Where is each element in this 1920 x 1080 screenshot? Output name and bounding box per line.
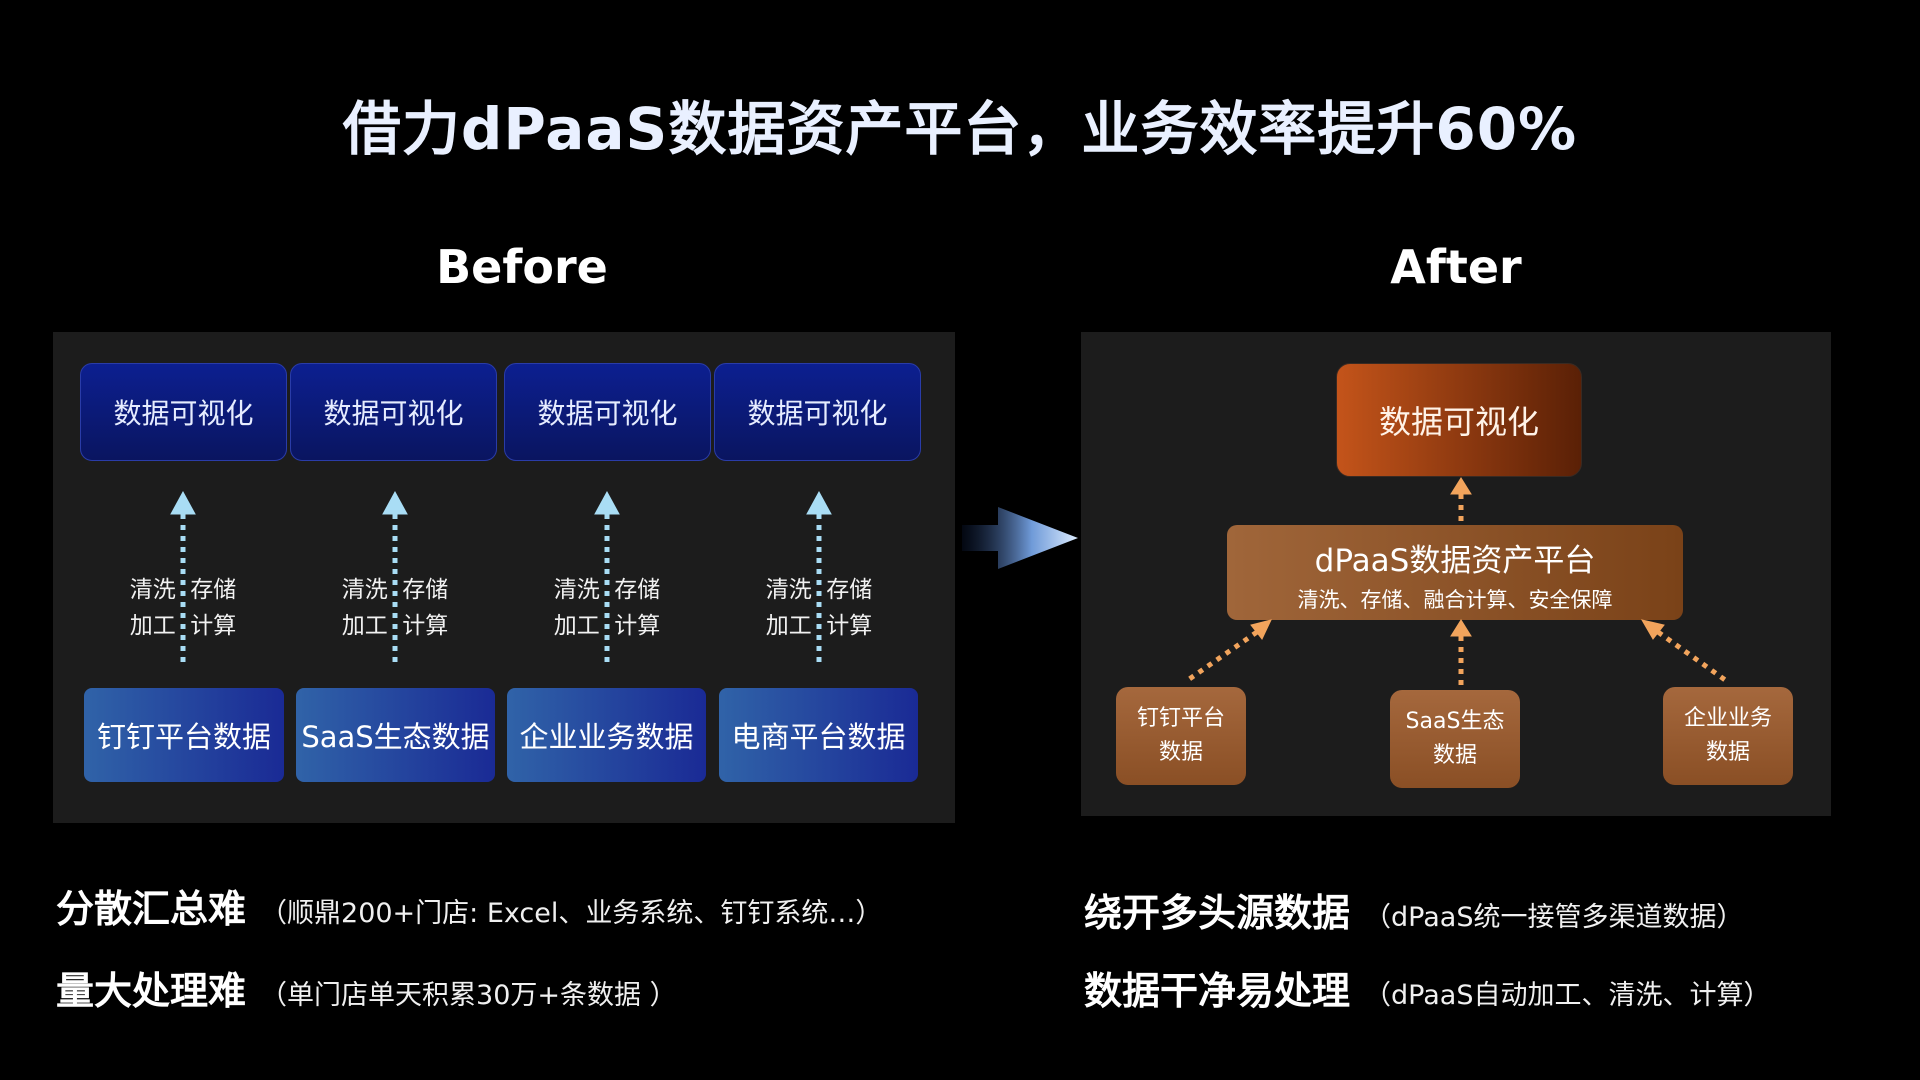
dpaas-platform-box: dPaaS数据资产平台 清洗、存储、融合计算、安全保障: [1227, 525, 1683, 620]
after-source-1: 钉钉平台 数据: [1116, 687, 1246, 785]
after-point-1-sub: （dPaaS统一接管多渠道数据）: [1364, 902, 1744, 933]
after-viz-box: 数据可视化: [1336, 363, 1582, 477]
after-arrows: [1183, 477, 1730, 694]
after-arrowhead-top: [1450, 477, 1472, 495]
after-arrow-line-right: [1656, 629, 1730, 685]
platform-subtitle: 清洗、存储、融合计算、安全保障: [1297, 588, 1613, 612]
before-heading: Before: [436, 240, 608, 294]
after-point-1-main: 绕开多头源数据: [1084, 891, 1351, 935]
after-source-3: 企业业务 数据: [1663, 687, 1793, 785]
before-arrows: [170, 490, 832, 667]
after-heading: After: [1390, 240, 1522, 294]
after-point-2-sub: （dPaaS自动加工、清洗、计算）: [1364, 980, 1771, 1011]
before-viz-box-3: 数据可视化: [504, 363, 711, 461]
after-arrow-line-left: [1183, 629, 1259, 685]
before-arrowhead-1: [170, 490, 196, 515]
after-point-2-main: 数据干净易处理: [1084, 969, 1351, 1013]
before-point-1-main: 分散汇总难: [56, 887, 247, 931]
platform-title: dPaaS数据资产平台: [1314, 543, 1596, 579]
before-point-2: 量大处理难 （单门店单天积累30万+条数据 ）: [56, 960, 677, 1015]
before-source-2: SaaS生态数据: [296, 688, 495, 782]
before-arrowhead-2: [382, 490, 408, 515]
before-source-1: 钉钉平台数据: [84, 688, 284, 782]
before-viz-box-1: 数据可视化: [80, 363, 287, 461]
before-steps-3: 清洗 存储 加工 计算: [553, 577, 661, 639]
after-source-2: SaaS生态 数据: [1390, 690, 1520, 788]
before-point-1-sub: （顺鼎200+门店: Excel、业务系统、钉钉系统…）: [260, 898, 883, 929]
after-point-1: 绕开多头源数据 （dPaaS统一接管多渠道数据）: [1084, 882, 1743, 937]
after-point-2: 数据干净易处理 （dPaaS自动加工、清洗、计算）: [1084, 960, 1770, 1015]
before-source-4: 电商平台数据: [719, 688, 918, 782]
before-viz-box-2: 数据可视化: [290, 363, 497, 461]
before-steps-2: 清洗 存储 加工 计算: [341, 577, 449, 639]
before-point-2-sub: （单门店单天积累30万+条数据 ）: [260, 980, 677, 1011]
before-panel: 数据可视化 数据可视化 数据可视化 数据可视化 清洗 存储 加工 计算 清洗 存…: [53, 332, 955, 823]
after-arrowhead-middle: [1450, 619, 1472, 637]
transition-arrow-icon: [962, 507, 1078, 569]
before-point-2-main: 量大处理难: [56, 969, 247, 1013]
before-steps-1: 清洗 存储 加工 计算: [129, 577, 237, 639]
before-arrowhead-4: [806, 490, 832, 515]
before-arrowhead-3: [594, 490, 620, 515]
page-title: 借力dPaaS数据资产平台，业务效率提升60%: [342, 95, 1578, 163]
before-steps-4: 清洗 存储 加工 计算: [765, 577, 873, 639]
before-viz-box-4: 数据可视化: [714, 363, 921, 461]
before-source-3: 企业业务数据: [507, 688, 706, 782]
before-point-1: 分散汇总难 （顺鼎200+门店: Excel、业务系统、钉钉系统…）: [56, 878, 882, 933]
